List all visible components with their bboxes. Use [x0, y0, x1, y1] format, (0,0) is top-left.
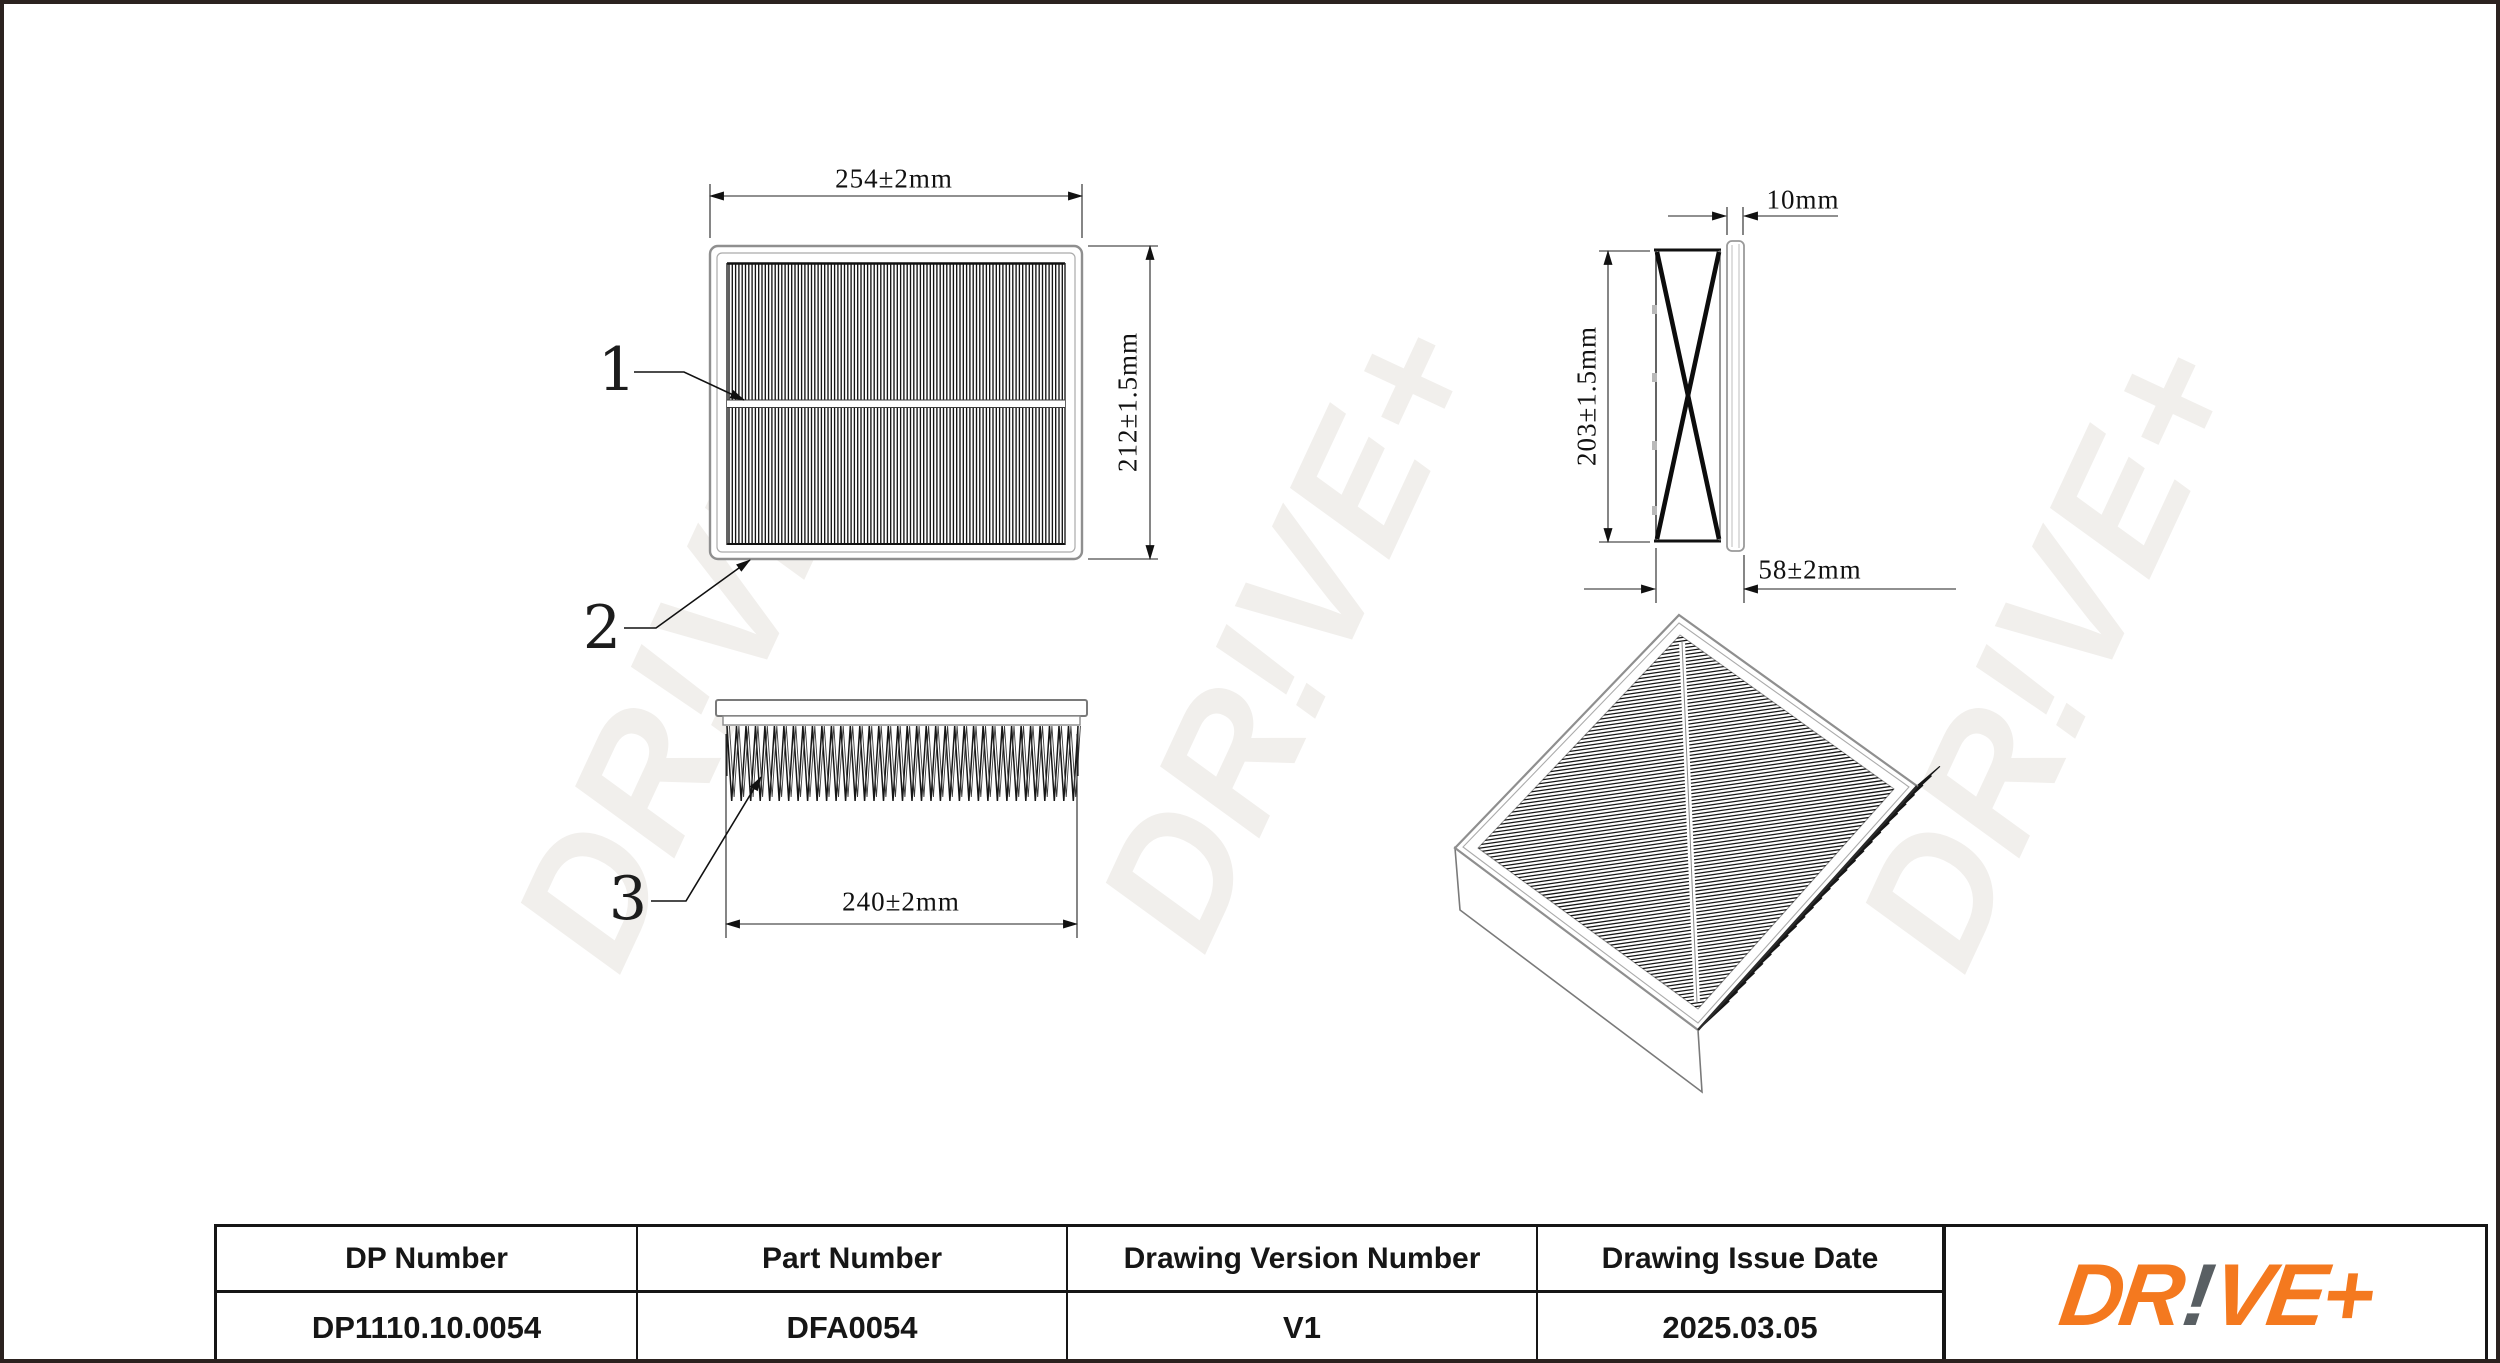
profile-dimensions — [651, 734, 1079, 938]
part-number-value: DFA0054 — [638, 1293, 1068, 1359]
drawing-version-value: V1 — [1068, 1293, 1538, 1359]
profile-width-dimension: 240±2mm — [842, 886, 960, 917]
dp-number-value: DP1110.10.0054 — [217, 1293, 638, 1359]
front-view — [708, 244, 1084, 561]
front-dimensions — [708, 184, 1158, 561]
drawing-issue-date-value: 2025.03.05 — [1538, 1293, 1944, 1359]
callout-3: 3 — [608, 864, 648, 934]
side-lip-dimension: 10mm — [1766, 184, 1840, 215]
side-view — [1652, 240, 1745, 552]
dp-number-header: DP Number — [217, 1227, 638, 1293]
side-height-dimension: 203±1.5mm — [1571, 325, 1602, 467]
front-width-dimension: 254±2mm — [835, 163, 953, 194]
drawing-linework — [624, 184, 1956, 1094]
side-depth-dimension: 58±2mm — [1758, 554, 1862, 585]
drive-plus-logo: DR!VE+ — [2054, 1245, 2377, 1344]
logo-veplus: VE+ — [2206, 1244, 2378, 1344]
callout-1: 1 — [597, 335, 637, 405]
brand-logo-cell: DR!VE+ — [1944, 1227, 2485, 1359]
front-callout-leaders — [624, 371, 751, 629]
logo-dr: DR — [2054, 1244, 2188, 1344]
drawing-issue-date-header: Drawing Issue Date — [1538, 1227, 1944, 1293]
front-height-dimension: 212±1.5mm — [1112, 331, 1143, 473]
pleat-profile-view — [715, 699, 1088, 802]
isometric-view — [1453, 613, 1941, 1094]
part-number-header: Part Number — [638, 1227, 1068, 1293]
title-block: DP Number Part Number Drawing Version Nu… — [214, 1224, 2488, 1359]
side-dimensions — [1584, 207, 1956, 603]
drawing-version-header: Drawing Version Number — [1068, 1227, 1538, 1293]
callout-2: 2 — [582, 593, 622, 663]
